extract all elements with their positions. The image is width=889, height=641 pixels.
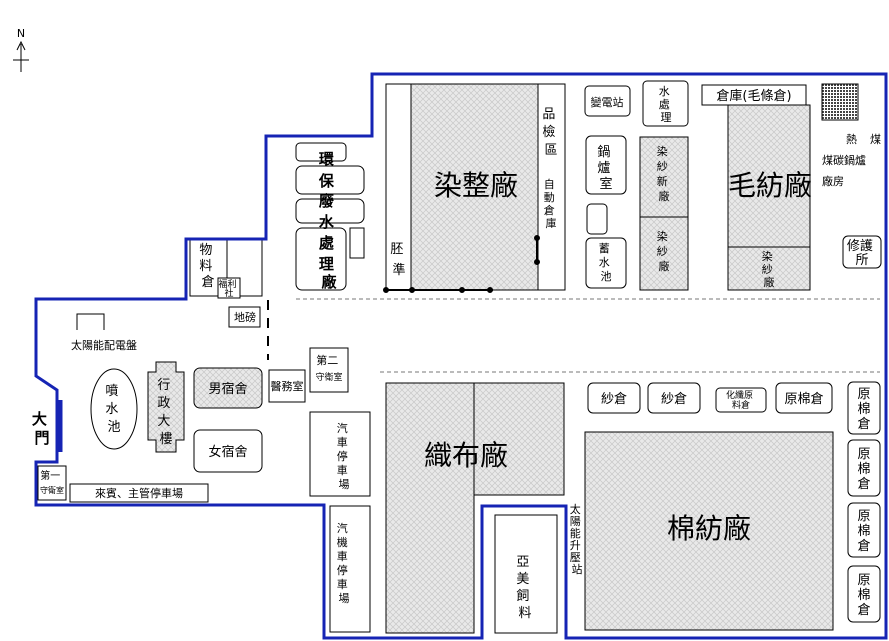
water-treatment <box>642 80 689 127</box>
dyeing-finishing-plant <box>410 83 539 291</box>
svg-text:原棉倉: 原棉倉 <box>857 387 870 432</box>
car-parking <box>309 411 371 497</box>
boiler-room-label: 鍋 爐 室 <box>597 144 614 192</box>
male-dorm <box>193 367 263 409</box>
qc-auto-warehouse <box>537 83 566 291</box>
coal-boiler-label: 熱 煤 煤碳鍋爐 廠房 <box>822 133 885 188</box>
cotton-warehouse-side-2: 原棉倉 <box>847 439 881 497</box>
storage-pool-label: 蓄 水 池 <box>599 242 614 283</box>
dyed-yarn-label: 染 紗 廠 <box>657 229 672 273</box>
feed-plant <box>494 514 558 634</box>
weaving-plant <box>385 382 475 634</box>
moto-parking <box>329 505 371 633</box>
cotton-warehouse-side-4: 原棉倉 <box>847 565 881 623</box>
repair-shop-label: 修護 所 <box>847 238 877 268</box>
env-box-2 <box>295 165 365 195</box>
rail-track-icon <box>383 235 540 293</box>
dyed-yarn-small-label: 染 紗 廠 <box>762 249 777 289</box>
fountain <box>90 368 138 450</box>
cotton-warehouse-side-3: 原棉倉 <box>847 502 881 558</box>
yarn-warehouse-2 <box>647 382 701 414</box>
small-annex <box>586 203 608 235</box>
site-boundary <box>34 72 888 640</box>
svg-text:原棉倉: 原棉倉 <box>857 573 870 618</box>
dyed-yarn-small-plant <box>727 246 811 291</box>
admin-label: 行 政 大 樓 <box>157 378 174 447</box>
guard-room-2 <box>309 347 349 393</box>
cotton-spinning-label: 棉紡廠 <box>667 512 751 545</box>
yarn-wh2-label: 紗倉 <box>661 392 687 407</box>
car-parking-label: 汽 車 停 車 場 <box>337 421 352 491</box>
auto-warehouse-label: 自 動 倉 庫 <box>544 178 559 230</box>
compass-label: N <box>17 27 25 40</box>
dyed-yarn-plant <box>639 216 689 291</box>
env-treatment-label: 環 保 廢 水 處 理 廠 <box>318 150 339 291</box>
substation <box>584 85 631 117</box>
wool-spinning-plant <box>727 104 811 248</box>
solar-station-label: 太 陽 能 升 壓 站 <box>570 503 585 576</box>
water-treatment-label: 水 處 理 <box>659 85 674 124</box>
clinic <box>268 369 306 403</box>
embryo-room <box>385 83 412 291</box>
env-box-3 <box>295 198 365 224</box>
solar-panel-label: 太陽能配電盤 <box>71 338 137 352</box>
dyed-yarn-new-label: 染 紗 新 廠 <box>657 144 672 203</box>
svg-text:原棉倉: 原棉倉 <box>857 509 870 554</box>
env-box-5 <box>349 227 365 259</box>
wool-spinning-label: 毛紡廠 <box>728 169 812 202</box>
weaving-annex <box>473 382 565 496</box>
svg-text:原棉倉: 原棉倉 <box>857 447 870 492</box>
female-dorm <box>193 429 263 473</box>
weighbridge <box>228 306 261 328</box>
dyeing-finishing-label: 染整廠 <box>434 169 518 202</box>
welfare-label: 福利 社 <box>219 278 240 299</box>
cotton-wh-top-label: 原棉倉 <box>784 392 823 407</box>
cotton-warehouse-side-1: 原棉倉 <box>847 381 881 435</box>
repair-shop <box>842 235 882 269</box>
north-arrow-icon: N <box>13 27 29 72</box>
moto-parking-label: 汽 機 車 停 車 場 <box>337 521 352 605</box>
clinic-label: 醫務室 <box>271 379 304 393</box>
wool-warehouse-label: 倉庫(毛條倉) <box>716 89 791 104</box>
env-box-4 <box>295 227 347 291</box>
weighbridge-label: 地磅 <box>234 310 256 324</box>
material-warehouse-label: 物 料 倉 <box>199 243 216 290</box>
admin-building <box>147 361 185 453</box>
embryo-label: 胚 準 <box>390 242 407 278</box>
boiler-room <box>585 135 627 195</box>
welfare-shop <box>217 277 241 299</box>
guard-room-1 <box>37 465 67 501</box>
male-dorm-label: 男宿舍 <box>208 381 247 397</box>
feed-plant-label: 亞 美 飼 料 <box>516 555 533 621</box>
storage-pool <box>585 237 627 289</box>
raw-material-wh-label: 化纖原 料倉 <box>726 389 756 411</box>
vip-parking <box>69 483 209 503</box>
vip-parking-label: 來賓、主管停車場 <box>95 486 183 500</box>
substation-label: 變電站 <box>591 95 624 109</box>
guard2-label: 第二 守衛室 <box>315 353 342 383</box>
solar-panel-icon <box>76 313 105 330</box>
qc-area-label: 品 檢 區 <box>542 107 559 158</box>
dyed-yarn-new-plant <box>639 136 689 218</box>
env-box-1 <box>295 142 347 162</box>
main-gate-label: 大 門 <box>32 410 52 447</box>
raw-material-warehouse <box>715 387 767 413</box>
cotton-warehouse-top <box>775 382 833 414</box>
yarn-warehouse-1 <box>587 382 641 414</box>
cotton-spinning-plant <box>584 431 834 631</box>
yarn-wh1-label: 紗倉 <box>601 392 627 407</box>
coal-pile-icon <box>821 83 859 121</box>
fountain-label: 噴 水 池 <box>105 384 122 435</box>
female-dorm-label: 女宿舍 <box>208 444 247 460</box>
weaving-label: 織布廠 <box>424 439 508 472</box>
guard1-label: 第一 守衛室 <box>40 469 64 495</box>
